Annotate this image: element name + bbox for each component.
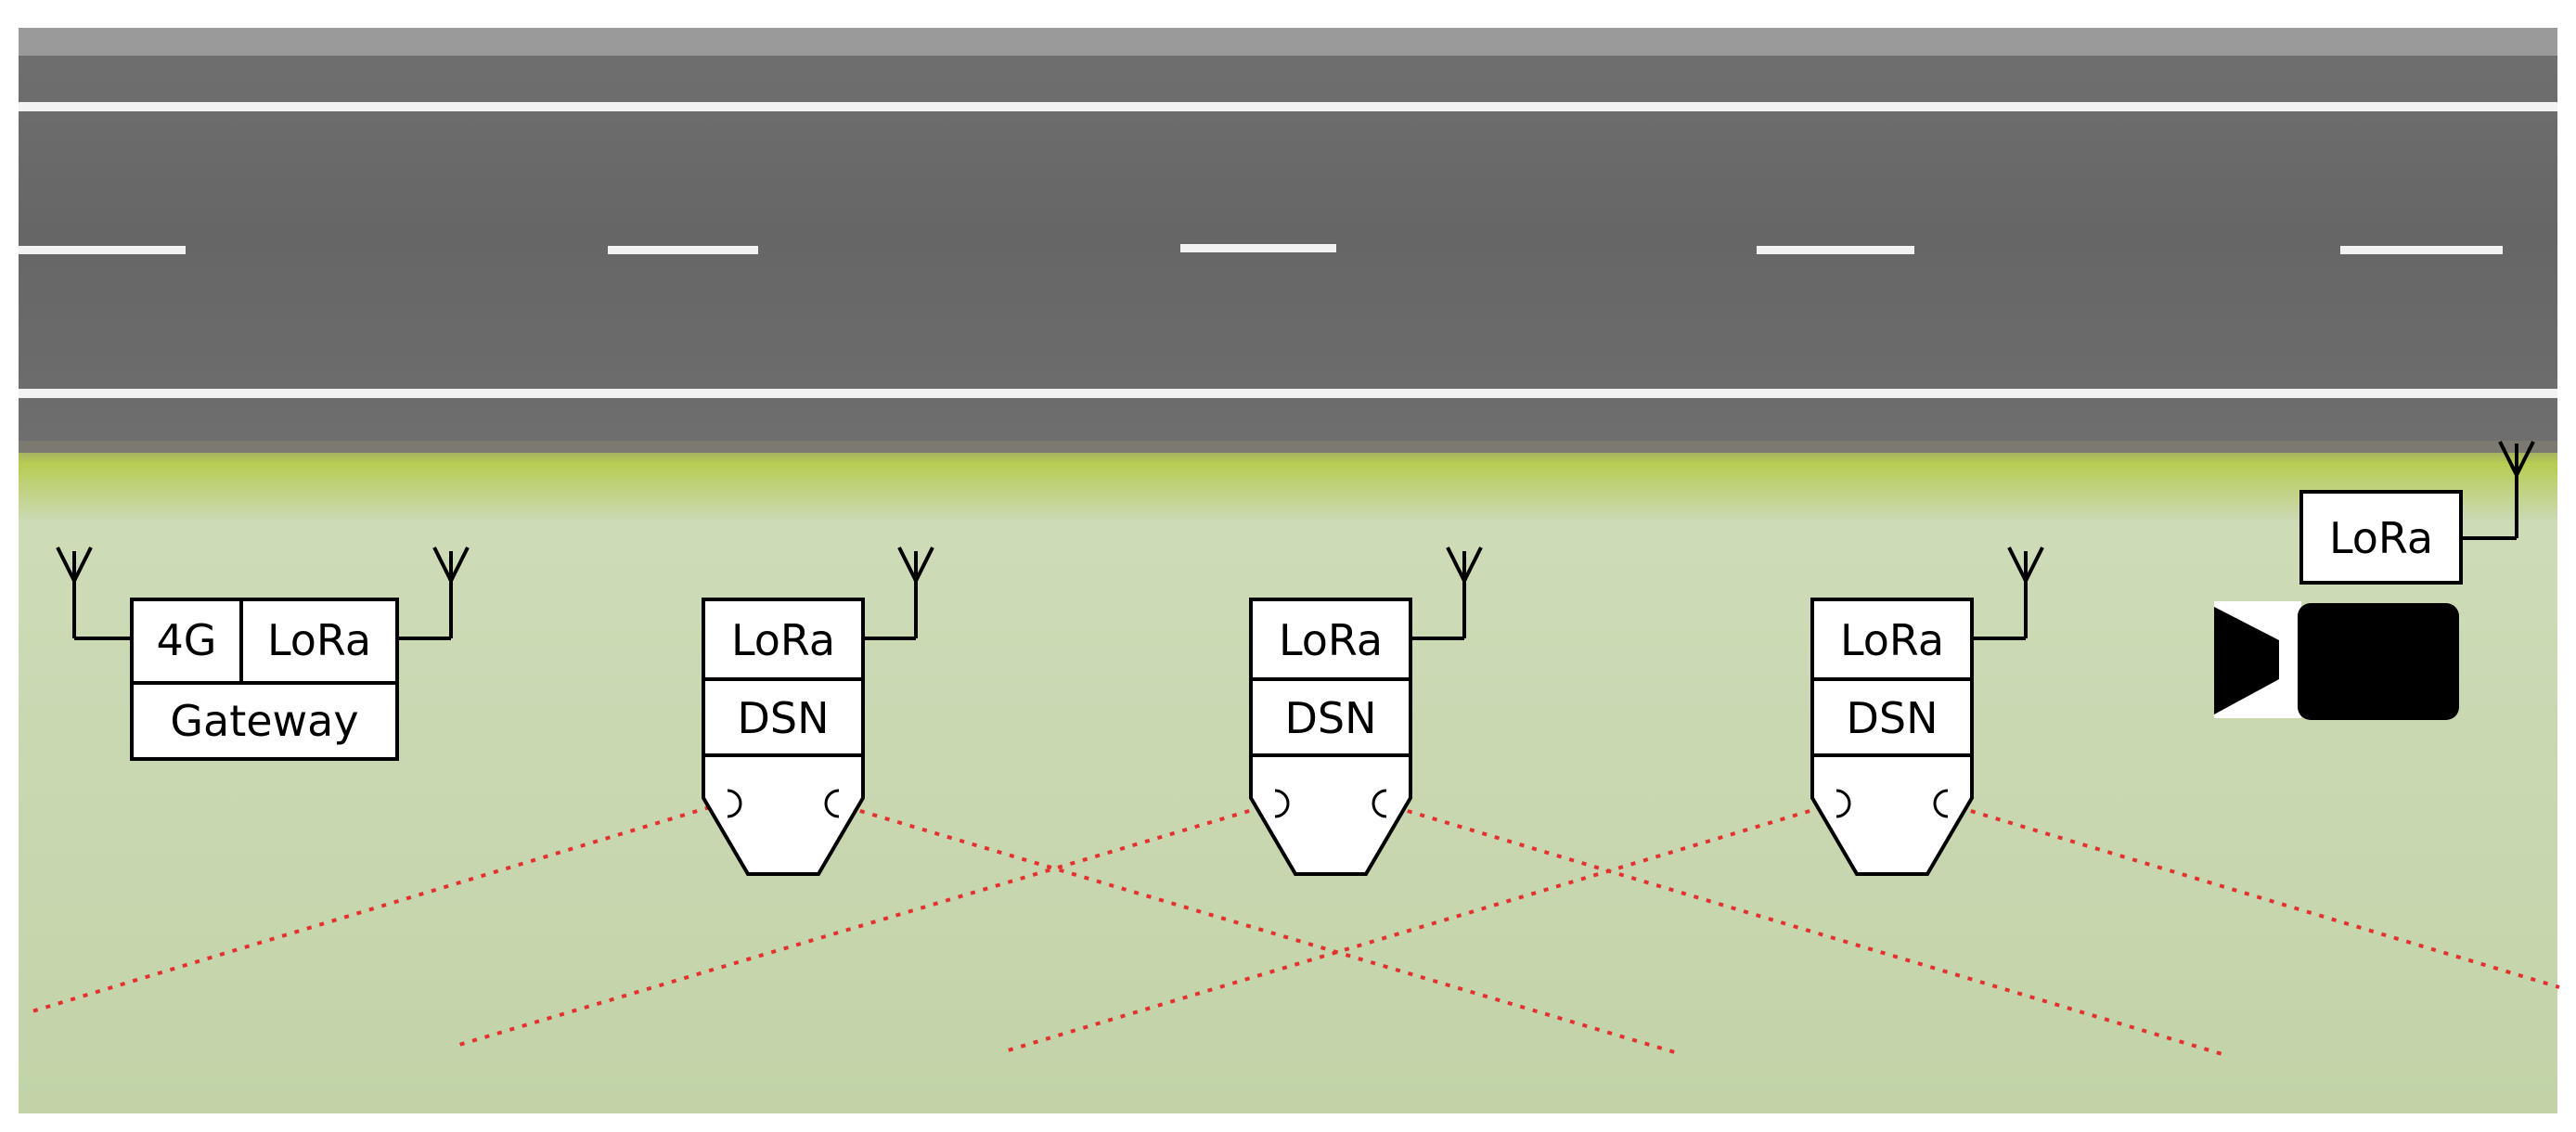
antenna-icon: [863, 547, 934, 640]
road-dash: [1757, 246, 1914, 254]
sensor-lens-icon: [1933, 789, 1949, 818]
node-dsn-box: [1810, 677, 1974, 757]
sensor-housing: [702, 753, 865, 876]
node-dsn-box: [1249, 677, 1412, 757]
dsn-node: LoRa DSN: [702, 547, 934, 876]
road-dash: [19, 246, 186, 254]
detection-line: [834, 802, 1679, 1055]
sensor-housing: [1249, 753, 1412, 876]
sensor-lens-icon: [824, 789, 840, 818]
camera-unit: LoRa: [2214, 441, 2535, 720]
detection-line: [1004, 802, 1835, 1053]
antenna-icon: [56, 547, 132, 640]
sensor-lens-icon: [727, 789, 742, 818]
node-lora-label: LoRa: [1840, 615, 1944, 665]
road-surface: [19, 28, 2557, 441]
road-dash: [608, 246, 758, 254]
sensor-lens-icon: [1835, 789, 1851, 818]
video-camera-icon: [2214, 601, 2459, 720]
node-dsn-label: DSN: [737, 693, 829, 743]
road-dash: [2340, 246, 2503, 254]
detection-line: [1382, 802, 2226, 1057]
antenna-icon: [1410, 547, 1483, 640]
dsn-node: LoRa DSN: [1810, 547, 2044, 876]
camera-lens-icon: [2214, 607, 2279, 714]
sensor-lens-icon: [1274, 789, 1290, 818]
detection-lines: [25, 802, 2560, 1057]
camera-body-icon: [2298, 603, 2459, 720]
detection-line: [25, 802, 723, 1015]
road-edge-line-bottom: [19, 389, 2557, 398]
road-top-edge: [19, 28, 2557, 56]
road-edge-line-top: [19, 102, 2557, 111]
gateway-4g-label: 4G: [157, 615, 217, 665]
road-dash: [1180, 244, 1336, 252]
node-lora-label: LoRa: [731, 615, 835, 665]
antenna-icon: [2461, 441, 2535, 540]
sensor-lens-icon: [1372, 789, 1387, 818]
gateway: 4G LoRa Gateway: [56, 547, 470, 761]
antenna-icon: [1972, 547, 2044, 640]
node-dsn-box: [702, 677, 865, 757]
detection-line: [1945, 802, 2560, 989]
gateway-label: Gateway: [170, 696, 358, 746]
node-dsn-label: DSN: [1284, 693, 1376, 743]
camera-lora-label: LoRa: [2329, 513, 2433, 563]
gateway-4g-box: [130, 598, 243, 685]
gateway-lora-box: [239, 598, 399, 685]
gateway-box: [130, 681, 399, 761]
antenna-icon: [397, 547, 470, 640]
dsn-node: LoRa DSN: [1249, 547, 1483, 876]
node-lora-box: [1249, 598, 1412, 681]
node-dsn-label: DSN: [1846, 693, 1938, 743]
road-center-dashes: [19, 244, 2503, 254]
node-lora-box: [702, 598, 865, 681]
gateway-lora-label: LoRa: [267, 615, 371, 665]
node-lora-box: [1810, 598, 1974, 681]
node-lora-label: LoRa: [1279, 615, 1383, 665]
sensor-housing: [1810, 753, 1974, 876]
camera-lora-box: [2299, 490, 2463, 585]
